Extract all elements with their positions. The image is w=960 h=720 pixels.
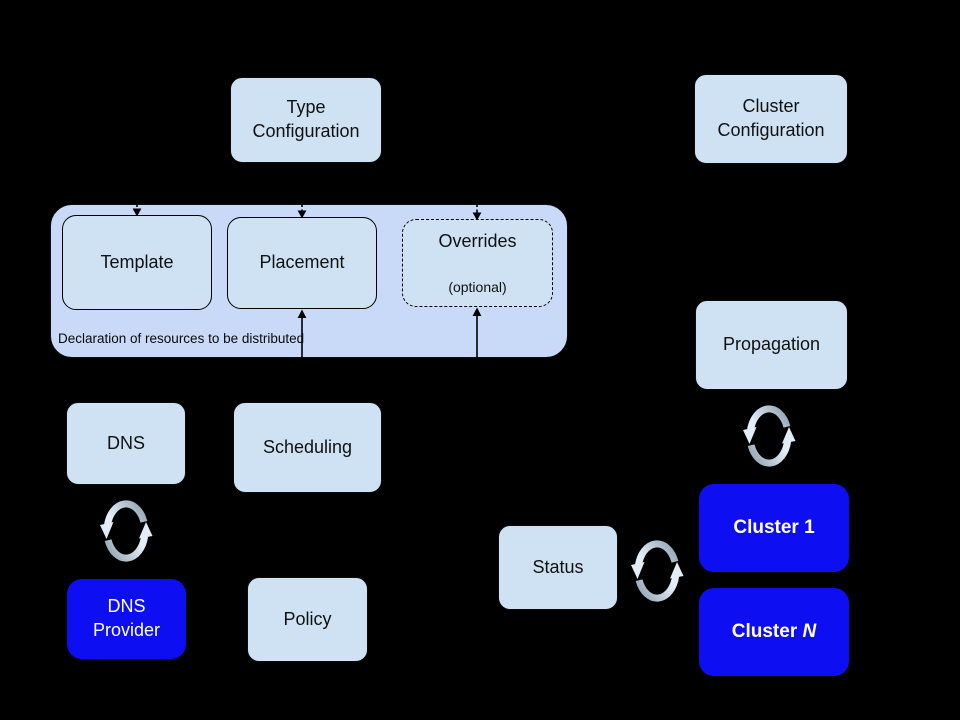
type-configuration-label: Type Configuration bbox=[252, 97, 360, 141]
resource-declaration-caption: Declaration of resources to be distribut… bbox=[58, 331, 305, 346]
sync-cycle-icon bbox=[631, 540, 684, 602]
placement-label: Placement bbox=[259, 252, 345, 273]
dns-provider-label: DNS Provider bbox=[92, 596, 161, 640]
cluster-configuration-node: Cluster Configuration bbox=[694, 74, 848, 164]
status-node: Status bbox=[498, 525, 618, 610]
type-configuration-node: Type Configuration bbox=[230, 77, 382, 163]
status-label: Status bbox=[532, 556, 584, 577]
overrides-sublabel: (optional) bbox=[448, 278, 507, 295]
dns-provider-node: DNS Provider bbox=[66, 578, 187, 660]
placement-node: Placement bbox=[227, 217, 377, 309]
cluster-n-node: Cluster N bbox=[698, 587, 850, 677]
cluster-configuration-label: Cluster Configuration bbox=[717, 96, 825, 140]
cluster-1-node: Cluster 1 bbox=[698, 483, 850, 573]
overrides-label: Overrides bbox=[438, 231, 517, 252]
cluster-n-label: Cluster N bbox=[732, 619, 816, 644]
dns-label: DNS bbox=[106, 432, 145, 453]
scheduling-label: Scheduling bbox=[262, 436, 353, 457]
cluster-1-label: Cluster 1 bbox=[733, 517, 815, 539]
dns-node: DNS bbox=[66, 402, 186, 485]
cluster-n-label-n: N bbox=[802, 621, 817, 643]
overrides-node: Overrides (optional) bbox=[402, 219, 553, 307]
scheduling-node: Scheduling bbox=[233, 402, 382, 493]
template-node: Template bbox=[62, 215, 212, 310]
sync-cycle-icon bbox=[743, 405, 796, 467]
propagation-node: Propagation bbox=[695, 300, 848, 390]
cluster-n-label-prefix: Cluster bbox=[731, 621, 803, 643]
template-label: Template bbox=[100, 251, 174, 272]
policy-label: Policy bbox=[283, 608, 332, 629]
propagation-label: Propagation bbox=[722, 334, 821, 355]
policy-node: Policy bbox=[247, 577, 368, 662]
sync-cycle-icon bbox=[100, 500, 153, 562]
